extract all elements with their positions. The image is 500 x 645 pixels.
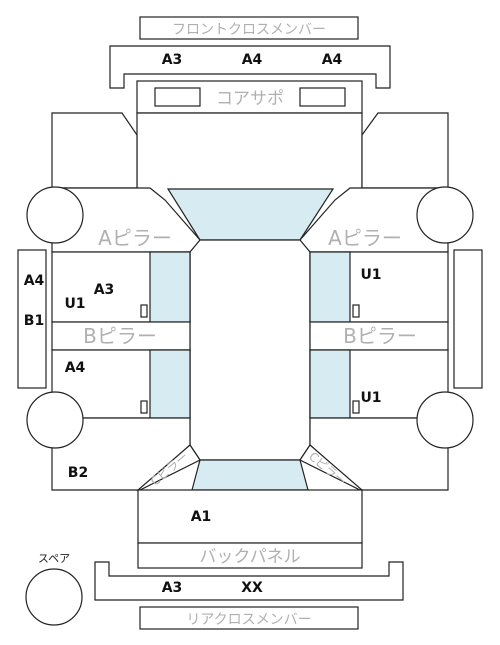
- front-cross-member: [109, 45, 391, 89]
- right-b-pillar-label: Bピラー: [343, 324, 417, 348]
- grade-front-cross-right: A4: [322, 52, 343, 68]
- right-front-window: [309, 251, 351, 323]
- core-support-label: コアサポ: [216, 89, 284, 109]
- left-front-door-handle: [140, 304, 148, 318]
- left-side-sill: [17, 249, 47, 389]
- core-support-left-headlight: [154, 87, 201, 107]
- grade-front-left-a: A3: [94, 282, 115, 298]
- grade-rear-cross-right: XX: [241, 580, 263, 596]
- grade-left-side-a: A4: [24, 273, 45, 289]
- rear-left-wheel: [26, 391, 84, 449]
- back-panel: [137, 542, 363, 569]
- right-a-pillar-label: Aピラー: [328, 226, 402, 250]
- front-cross-member-label: フロントクロスメンバー: [172, 22, 326, 38]
- grade-front-cross-left: A3: [162, 52, 183, 68]
- front-right-wheel: [416, 186, 474, 244]
- left-rear-window: [149, 349, 191, 419]
- rear-right-wheel: [416, 391, 474, 449]
- rear-cross-member-label: リアクロスメンバー: [186, 612, 311, 628]
- right-side-sill: [453, 249, 483, 389]
- right-front-door-handle: [352, 304, 360, 318]
- rear-window: [191, 459, 309, 491]
- right-b-pillar: [309, 321, 449, 351]
- trunk: [137, 489, 363, 544]
- grade-front-right: U1: [360, 267, 381, 283]
- core-support-right-headlight: [299, 87, 346, 107]
- left-a-pillar-label: Aピラー: [98, 226, 172, 250]
- left-b-pillar: [51, 321, 191, 351]
- grade-front-cross-center: A4: [242, 52, 263, 68]
- front-cross-member-label-box: [139, 16, 359, 40]
- right-front-fender: [361, 112, 449, 189]
- grade-rear-right: U1: [360, 390, 381, 406]
- left-rear-door-handle: [140, 400, 148, 414]
- roof: [189, 239, 311, 461]
- grade-left-rear-quarter: B2: [68, 465, 88, 481]
- grade-rear-cross-left: A3: [162, 580, 183, 596]
- grade-rear-left: A4: [65, 360, 86, 376]
- left-b-pillar-label: Bピラー: [83, 324, 157, 348]
- front-left-wheel: [26, 186, 84, 244]
- grade-trunk: A1: [191, 509, 212, 525]
- spare-tire: [25, 568, 83, 626]
- left-front-window: [149, 251, 191, 323]
- rear-cross-member: [94, 561, 404, 601]
- left-front-fender: [51, 112, 138, 189]
- right-rear-door-handle: [352, 400, 360, 414]
- grade-left-side-b: B1: [24, 313, 44, 329]
- right-rear-window: [309, 349, 351, 419]
- rear-cross-member-label-box: [139, 606, 359, 630]
- spare-tire-label: スペア: [38, 552, 70, 565]
- back-panel-label: バックパネル: [199, 547, 300, 567]
- grade-front-left-u: U1: [64, 296, 85, 312]
